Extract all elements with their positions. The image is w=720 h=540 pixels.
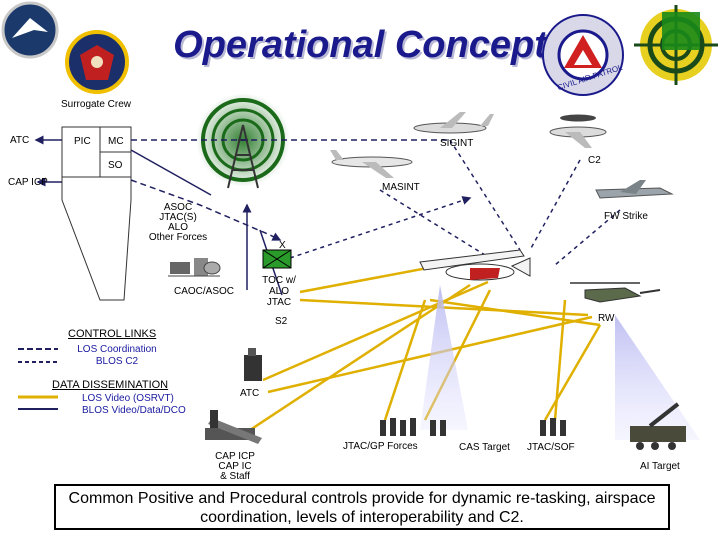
jtac-sof-troops-icon <box>540 418 566 436</box>
ai-target-label: AI Target <box>640 461 680 472</box>
cap-icp-vehicle-icon <box>205 410 262 444</box>
cas-target-icon <box>430 420 446 436</box>
surrogate-crew-heading: Surrogate Crew <box>60 99 132 110</box>
cap-icp-bottom-line-3: & Staff <box>220 471 250 482</box>
target-logo <box>634 5 718 85</box>
rw-label: RW <box>598 313 615 324</box>
control-links <box>34 135 621 296</box>
ai-target-vehicle-icon <box>630 402 686 450</box>
cap-icp-bottom-block: CAP ICP CAP IC & Staff <box>210 452 260 482</box>
atc-left-label: ATC <box>10 135 30 146</box>
fighter-jet-icon <box>595 180 674 199</box>
sigint-label: SIGINT <box>440 138 474 149</box>
squadron-logo-left <box>1 1 59 59</box>
atc-mid-label: ATC <box>240 388 260 399</box>
legend-samples <box>18 348 58 410</box>
awacs-aircraft-icon <box>549 114 607 148</box>
sigint-aircraft-icon <box>413 112 494 134</box>
cap-icp-bottom-line-1: CAP ICP <box>215 451 255 462</box>
footer-statement: Common Positive and Procedural controls … <box>54 484 670 530</box>
data-uav-jtacgp <box>383 299 427 421</box>
legend-blos-video: BLOS Video/Data/DCO <box>82 405 186 416</box>
cap-logo <box>542 14 624 96</box>
helicopter-icon <box>570 282 661 303</box>
x-marker-icon <box>262 249 292 269</box>
cap-icp-left-label: CAP ICP <box>8 177 48 188</box>
asoc-line-2: JTAC(S) <box>159 212 197 223</box>
cap-icp-bottom-line-2: CAP IC <box>218 461 252 472</box>
legend-los-video: LOS Video (OSRVT) <box>82 393 174 404</box>
data-capicp-uav <box>249 283 471 432</box>
squadron-logo-right <box>65 30 129 94</box>
toc-block: TOC w/ ALO JTAC <box>258 275 300 308</box>
masint-aircraft-icon <box>330 150 413 178</box>
link-sigint-uav <box>449 139 521 251</box>
masint-label: MASINT <box>382 182 420 193</box>
data-rw-jtacsof <box>543 324 602 421</box>
sensor-beam-cas <box>420 285 468 430</box>
link-c2-uav <box>529 159 581 251</box>
surrogate-uav-aircraft-icon <box>419 249 531 281</box>
asoc-block: ASOC JTAC(S) ALO Other Forces <box>140 203 216 243</box>
asoc-line-4: Other Forces <box>148 232 208 243</box>
page-title: Operational Concept <box>173 24 547 66</box>
radio-tower-icon <box>227 124 259 189</box>
sensor-beam-ai <box>615 315 700 440</box>
cas-target-label: CAS Target <box>459 442 510 453</box>
fw-strike-label: FW Strike <box>604 211 648 222</box>
link-gcs-tower <box>130 149 212 196</box>
data-atc-rw <box>267 315 593 394</box>
jtac-gp-label: JTAC/GP Forces <box>343 441 418 452</box>
atc-radar-icon <box>244 348 262 381</box>
crew-pic-label: PIC <box>74 136 91 147</box>
x-label: X <box>279 240 286 251</box>
link-masint-uav <box>379 189 486 256</box>
data-uav-rw <box>429 298 601 327</box>
legend-los-coord: LOS Coordination <box>77 344 157 355</box>
c2-label: C2 <box>588 155 601 166</box>
ground-control-station <box>61 126 132 301</box>
asoc-line-1: ASOC <box>163 202 193 213</box>
jtac-gp-troops-icon <box>380 418 416 436</box>
legend-data-dissemination-heading: DATA DISSEMINATION <box>52 379 169 391</box>
toc-line-3: JTAC <box>266 297 292 308</box>
crew-mc-label: MC <box>108 136 124 147</box>
caoc-station-icon <box>168 258 221 277</box>
s2-label: S2 <box>275 316 288 327</box>
asoc-line-3: ALO <box>167 222 188 233</box>
toc-line-2: ALO <box>268 286 289 297</box>
legend-blos-c2: BLOS C2 <box>95 356 139 367</box>
legend-control-links-heading: CONTROL LINKS <box>68 328 157 340</box>
jtac-sof-label: JTAC/SOF <box>527 442 575 453</box>
link-gcs-x <box>130 179 282 241</box>
link-x-masint <box>289 196 472 259</box>
crew-so-label: SO <box>108 160 123 171</box>
link-fw-uav <box>554 209 621 266</box>
toc-line-1: TOC w/ <box>262 275 296 286</box>
caoc-asoc-label: CAOC/ASOC <box>174 286 235 297</box>
ground-forces-icons <box>205 348 686 450</box>
